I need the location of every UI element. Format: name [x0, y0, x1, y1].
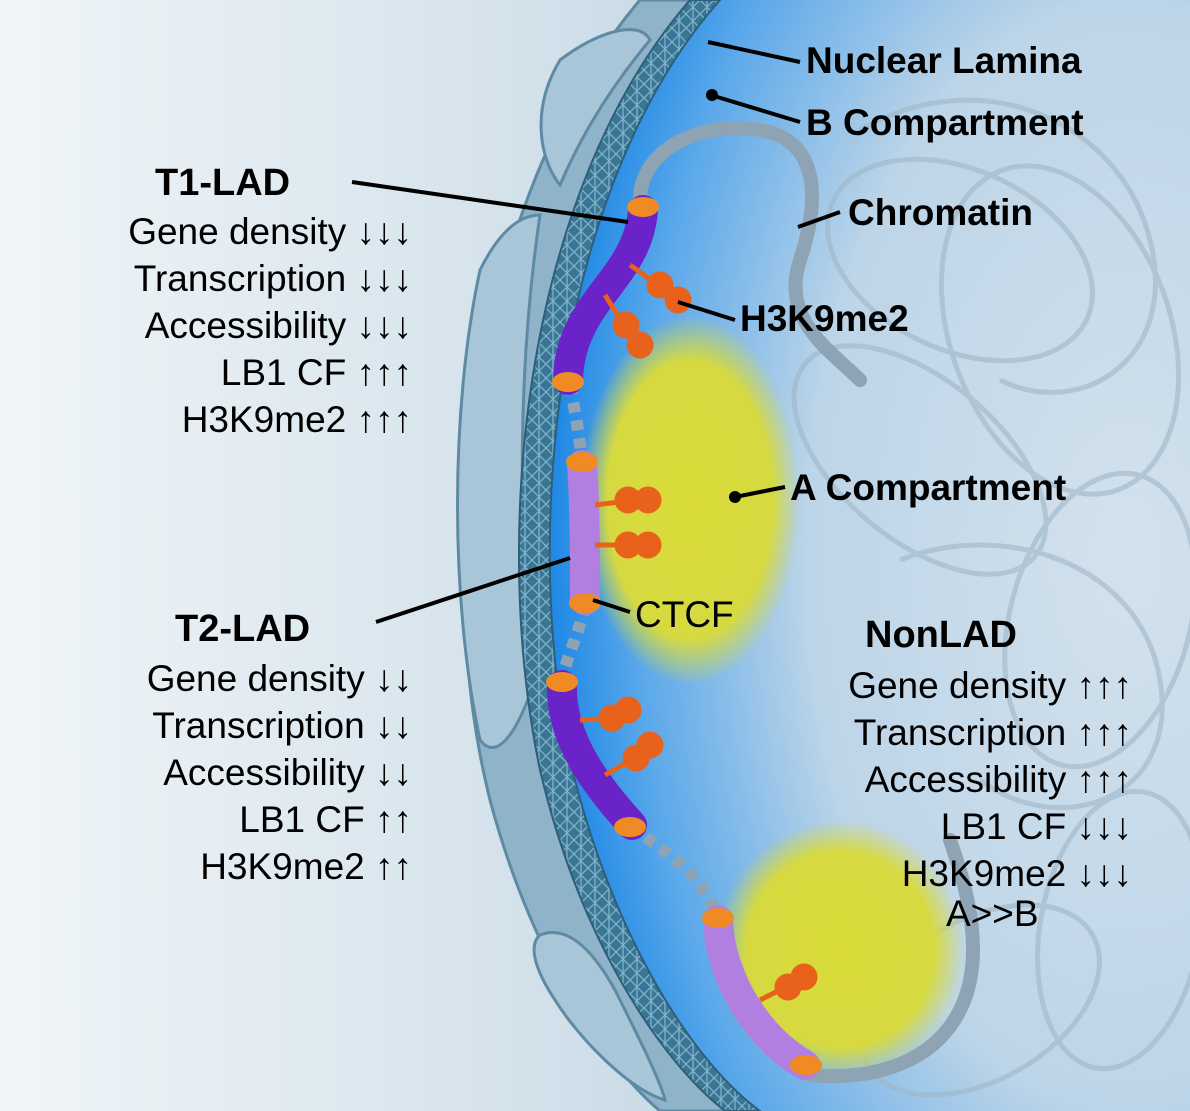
ctcf-anchors — [546, 197, 822, 1075]
nonlad-row: Accessibility ↑↑↑ — [864, 759, 1132, 800]
b-compartment-dot — [706, 89, 718, 101]
membrane-lobe-upper — [539, 28, 652, 188]
t2-lad-title: T2-LAD — [175, 608, 311, 650]
nonlad-a-b-ratio: A>>B — [946, 893, 1039, 934]
t1-lad-segment-upper — [553, 195, 658, 395]
nucleoplasm — [549, 0, 1190, 1111]
nonlad-title: NonLAD — [865, 614, 1017, 656]
t2-lad-segment-upper — [567, 450, 600, 615]
label-nuclear-lamina: Nuclear Lamina — [806, 40, 1082, 81]
h3k9me2-marks — [579, 262, 818, 1003]
label-chromatin: Chromatin — [848, 192, 1033, 233]
a-compartment-dot — [729, 491, 741, 503]
chromatin-fiber — [633, 121, 980, 1084]
nonlad-properties: Gene density ↑↑↑ Transcription ↑↑↑ Acces… — [848, 662, 1132, 897]
t1-lad-row: H3K9me2 ↑↑↑ — [181, 399, 412, 440]
t2-lad-row: H3K9me2 ↑↑ — [200, 846, 412, 887]
t1-lad-row: LB1 CF ↑↑↑ — [220, 352, 412, 393]
t1-lad-row: Gene density ↓↓↓ — [128, 211, 412, 252]
label-ctcf: CTCF — [635, 594, 734, 635]
t1-lad-properties: Gene density ↓↓↓ Transcription ↓↓↓ Acces… — [128, 208, 412, 443]
t1-lad-title: T1-LAD — [155, 162, 291, 204]
t2-lad-row: LB1 CF ↑↑ — [239, 799, 412, 840]
a-compartment-lower — [715, 820, 965, 1080]
nonlad-row: H3K9me2 ↓↓↓ — [901, 853, 1132, 894]
t2-lad-segment-lower — [703, 905, 820, 1080]
label-h3k9me2: H3K9me2 — [740, 298, 909, 339]
label-b-compartment: B Compartment — [806, 102, 1084, 143]
a-compartment-upper — [580, 315, 800, 685]
t2-lad-properties: Gene density ↓↓ Transcription ↓↓ Accessi… — [147, 655, 412, 890]
t2-lad-row: Gene density ↓↓ — [146, 658, 412, 699]
t2-lad-row: Accessibility ↓↓ — [163, 752, 412, 793]
t2-lad-row: Transcription ↓↓ — [152, 705, 412, 746]
nonlad-row: LB1 CF ↓↓↓ — [940, 806, 1132, 847]
nuclear-lamina-mesh — [517, 0, 762, 1111]
label-a-compartment: A Compartment — [790, 467, 1067, 508]
background-chromatin-loops — [791, 97, 1190, 1098]
t1-lad-segment-lower — [546, 670, 647, 840]
t1-lad-row: Accessibility ↓↓↓ — [144, 305, 412, 346]
t1-lad-row: Transcription ↓↓↓ — [133, 258, 412, 299]
nonlad-row: Gene density ↑↑↑ — [848, 665, 1132, 706]
nonlad-row: Transcription ↑↑↑ — [853, 712, 1132, 753]
membrane-lobe-lower — [532, 930, 668, 1103]
leader-lines — [351, 40, 841, 624]
